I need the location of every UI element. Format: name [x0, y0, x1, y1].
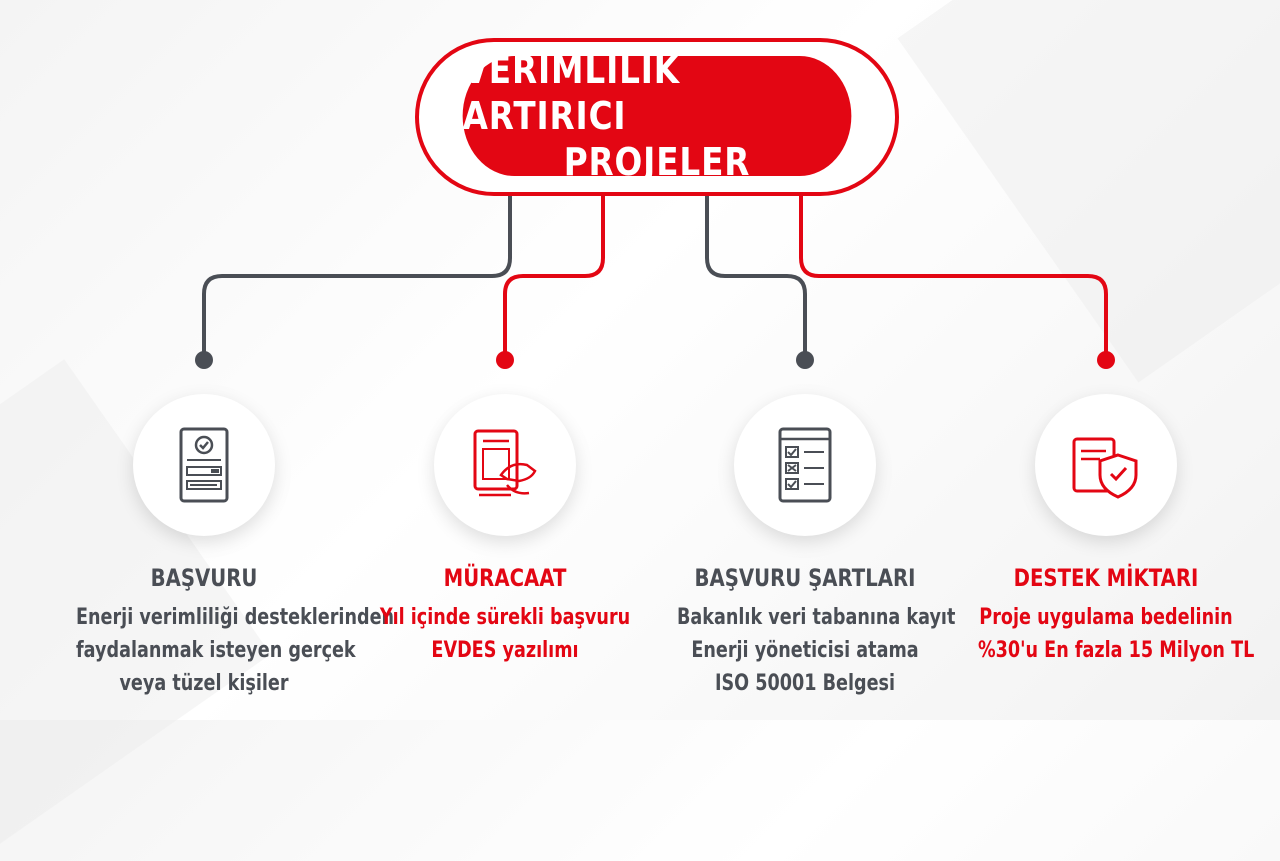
- muracaat-line-2: EVDES yazılımı: [431, 638, 579, 663]
- sartlar-title: BAŞVURU ŞARTLARI: [694, 564, 916, 592]
- shield-check-document-icon: [1072, 437, 1138, 499]
- sartlar-line-2: Enerji yöneticisi atama: [691, 638, 919, 663]
- muracaat-title: MÜRACAAT: [443, 564, 567, 592]
- connector-dot-sartlar: [796, 351, 814, 369]
- muracaat-line-1: Yıl içinde sürekli başvuru: [379, 605, 631, 630]
- destek-line-1: Proje uygulama bedelinin: [979, 605, 1233, 630]
- connector-sartlar: [705, 196, 807, 358]
- connector-dot-basvuru: [195, 351, 213, 369]
- muracaat-icon-circle: [434, 394, 576, 536]
- checklist-icon: [778, 427, 832, 503]
- destek-icon-circle: [1035, 394, 1177, 536]
- destek-block: DESTEK MİKTARI Proje uygulama bedelinin …: [946, 563, 1266, 667]
- basvuru-icon-circle: [133, 394, 275, 536]
- sartlar-line-3: ISO 50001 Belgesi: [714, 671, 896, 696]
- basvuru-line-2: faydalanmak isteyen gerçek: [76, 638, 356, 663]
- title-line-2: PROJELER: [563, 140, 751, 184]
- basvuru-line-1: Enerji verimliliği desteklerinden: [76, 605, 395, 630]
- connector-muracaat: [503, 196, 605, 358]
- sartlar-line-1: Bakanlık veri tabanına kayıt: [677, 605, 956, 630]
- basvuru-title: BAŞVURU: [150, 564, 258, 592]
- basvuru-line-3: veya tüzel kişiler: [119, 671, 289, 696]
- muracaat-block: MÜRACAAT Yıl içinde sürekli başvuru EVDE…: [345, 563, 665, 667]
- destek-title: DESTEK MİKTARI: [1013, 564, 1199, 592]
- connector-destek: [799, 196, 1108, 358]
- title-line-1: VERIMLILIK ARTIRICI: [462, 48, 680, 138]
- connector-dot-muracaat: [496, 351, 514, 369]
- basvuru-block: BAŞVURU Enerji verimliliği desteklerinde…: [44, 563, 395, 700]
- destek-line-2: %30'u En fazla 15 Milyon TL: [978, 638, 1255, 663]
- connector-dot-destek: [1097, 351, 1115, 369]
- connector-basvuru: [202, 196, 512, 358]
- title-pill: VERIMLILIK ARTIRICI PROJELER: [462, 48, 852, 184]
- handshake-document-icon: [473, 429, 537, 497]
- sartlar-block: BAŞVURU ŞARTLARI Bakanlık veri tabanına …: [645, 563, 965, 700]
- application-form-icon: [179, 427, 229, 503]
- connector-lines: [195, 196, 1115, 369]
- sartlar-icon-circle: [734, 394, 876, 536]
